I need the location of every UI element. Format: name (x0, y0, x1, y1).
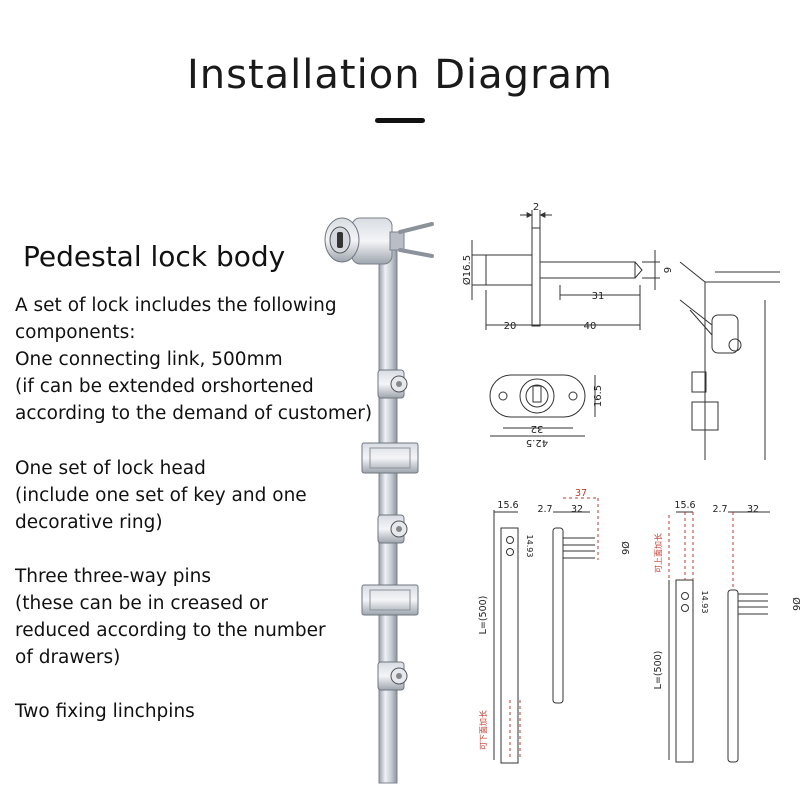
desc-line: components: (15, 322, 136, 343)
dim-plate-16-5: 16.5 (593, 385, 604, 407)
fixing-linchpin (361, 584, 419, 616)
dim-plate-42-5: 42.5 (526, 437, 548, 448)
dim-left-2-7: 2.7 (537, 504, 552, 515)
components-paragraph: A set of lock includes the following com… (15, 292, 372, 427)
cabinet-isometric-drawing (679, 261, 780, 460)
dim-left-length: L=(500) (478, 596, 489, 635)
desc-line: Two fixing linchpins (15, 701, 195, 722)
desc-line: (these can be in creased or (15, 593, 269, 614)
dim-left-dia-6: Ø6 (619, 541, 630, 555)
desc-line: decorative ring) (15, 512, 163, 533)
dim-2: 2 (533, 202, 539, 213)
three-way-pin (377, 369, 408, 399)
note-extend-above: 可上面加长 (653, 533, 663, 573)
subtitle: Pedestal lock body (23, 240, 286, 273)
dim-left-15-6: 15.6 (497, 500, 518, 511)
lock-head (324, 217, 434, 265)
red-extension-lines-left (509, 497, 599, 760)
keyhole-icon (337, 232, 343, 248)
title-underline (375, 118, 425, 123)
dim-right-2-7: 2.7 (712, 504, 727, 515)
dim-right-14-93: 14.93 (700, 591, 709, 614)
desc-line: of drawers) (15, 647, 121, 668)
lock-side-view-drawing (471, 210, 660, 330)
dim-right-15-6: 15.6 (674, 500, 695, 511)
dim-right-length: L=(500) (653, 651, 664, 690)
desc-line: One connecting link, 500mm (15, 349, 283, 370)
dim-6: 6 (661, 267, 672, 273)
dim-right-32: 32 (747, 504, 759, 515)
dim-left-32: 32 (571, 504, 583, 515)
desc-line: reduced according to the number (15, 620, 326, 641)
three-way-pin (377, 661, 408, 691)
linkage-drawing-left (493, 510, 595, 764)
linkage-drawing-right (668, 511, 770, 763)
dim-left-14-93: 14.93 (525, 535, 534, 558)
dim-31: 31 (592, 291, 605, 302)
red-extension-lines-right (668, 512, 734, 590)
lock-rod-photo (324, 217, 434, 784)
dim-right-dia-6: Ø6 (790, 597, 800, 611)
dim-40: 40 (584, 321, 597, 332)
three-way-pin (377, 514, 408, 544)
linchpins-paragraph: Two fixing linchpins (15, 698, 195, 725)
desc-line: (if can be extended orshortened (15, 376, 314, 397)
dim-dia-16-5: Ø16.5 (461, 255, 473, 285)
desc-line: according to the demand of customer) (15, 403, 373, 424)
dim-left-37: 37 (575, 488, 587, 499)
lock-plate-front-drawing (489, 374, 596, 437)
desc-line: A set of lock includes the following (15, 295, 337, 316)
lock-head-paragraph: One set of lock head (include one set of… (15, 455, 307, 536)
note-extend-below: 可下面加长 (478, 710, 488, 750)
desc-line: (include one set of key and one (15, 485, 307, 506)
desc-line: One set of lock head (15, 458, 206, 479)
desc-line: Three three-way pins (15, 566, 212, 587)
page-title: Installation Diagram (187, 52, 613, 98)
pins-paragraph: Three three-way pins (these can be in cr… (15, 563, 326, 671)
dim-20: 20 (504, 321, 517, 332)
dim-plate-32: 32 (531, 423, 544, 434)
fixing-linchpin (361, 442, 419, 474)
